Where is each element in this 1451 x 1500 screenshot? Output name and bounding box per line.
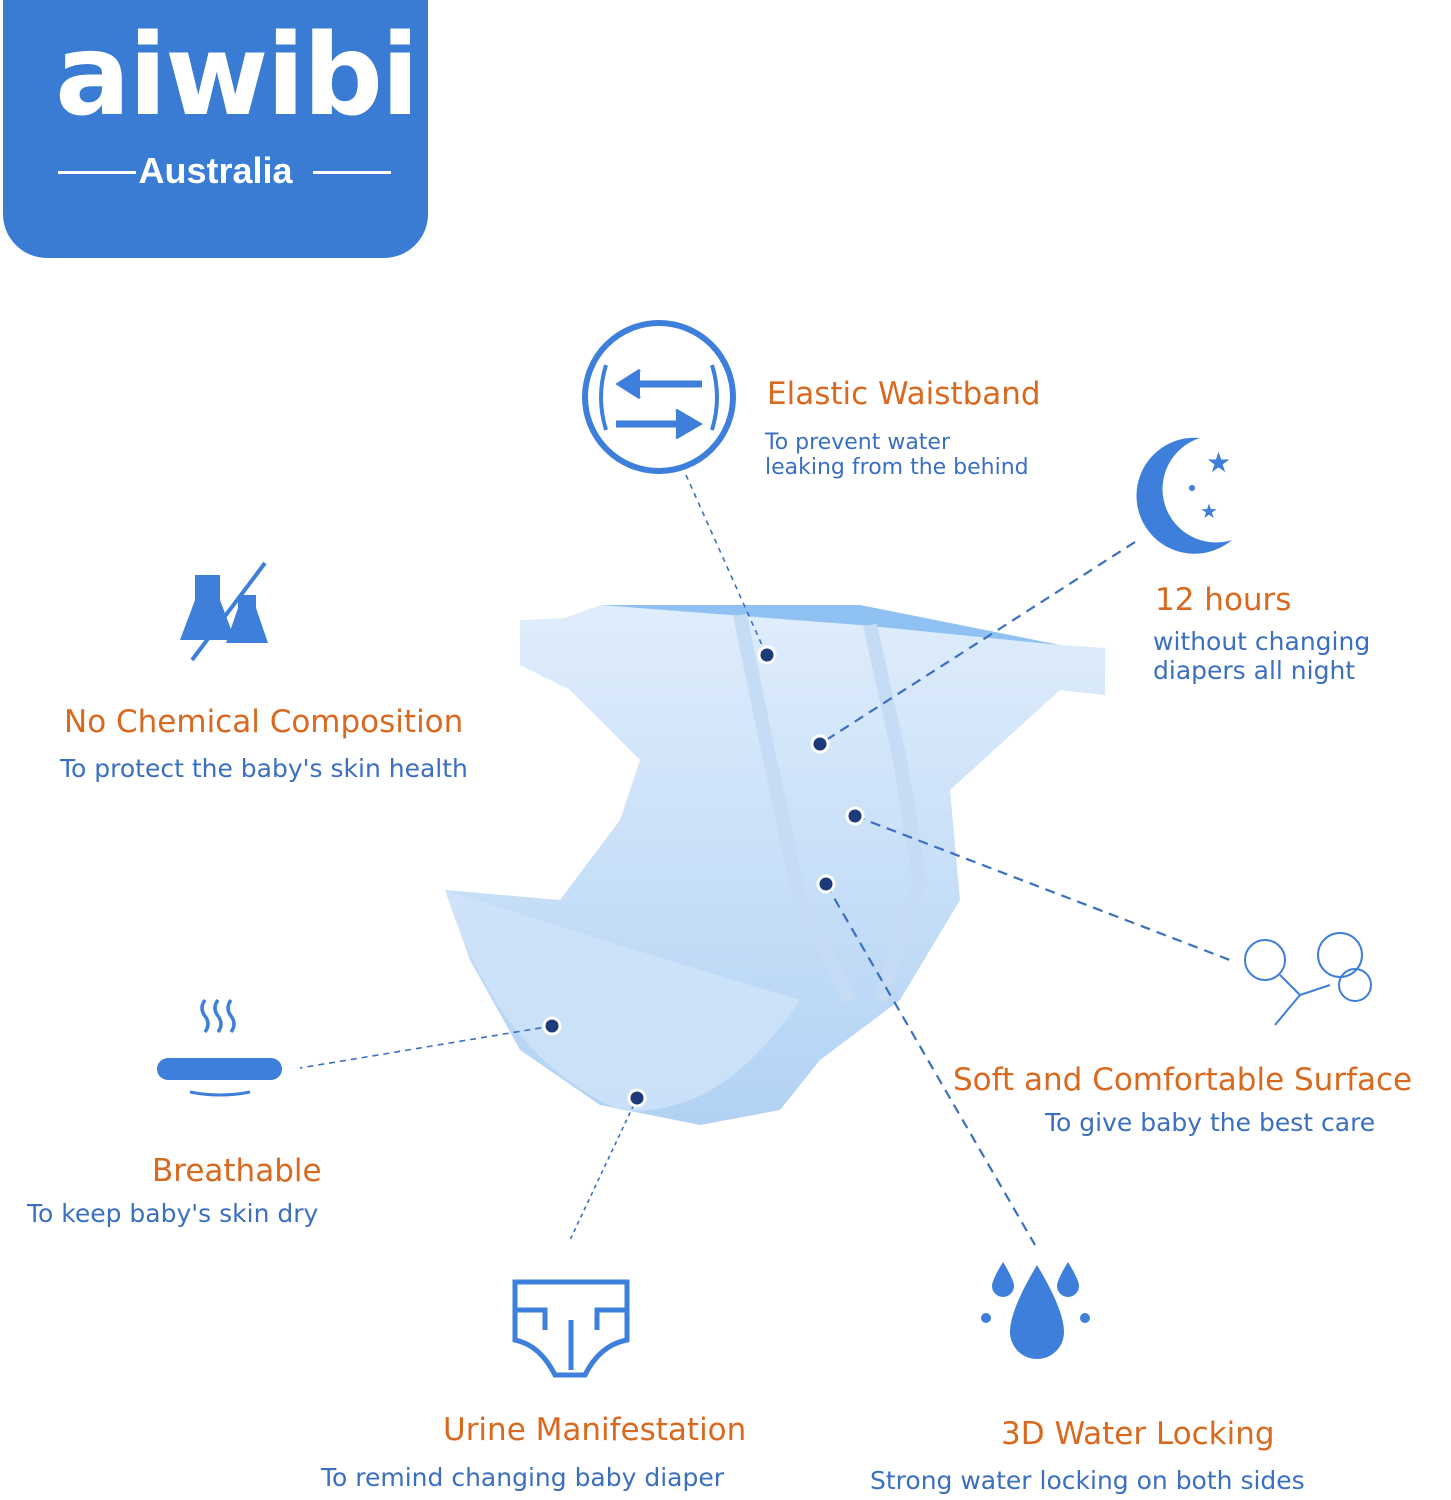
feature-title-elastic-waistband: Elastic Waistband <box>767 376 1041 412</box>
desc-line: diapers all night <box>1153 655 1356 685</box>
moon-stars-icon: ★ ★ <box>1136 437 1232 554</box>
logo-divider-right <box>313 171 391 174</box>
desc-line: leaking from the behind <box>765 455 1029 481</box>
feature-desc-soft-surface: To give baby the best care <box>1045 1108 1376 1137</box>
diaper-image <box>445 605 1105 1125</box>
cotton-icon <box>1244 932 1372 1026</box>
feature-title-breathable: Breathable <box>152 1153 322 1189</box>
water-drops-icon <box>981 1262 1090 1359</box>
arrows-exchange-icon <box>582 320 736 474</box>
leader-line-waistband <box>685 474 767 655</box>
feature-title-soft-surface: Soft and Comfortable Surface <box>953 1062 1413 1098</box>
no-chemical-flask-icon <box>180 561 268 662</box>
feature-desc-12-hours: without changing diapers all night <box>1153 627 1371 686</box>
feature-title-urine-manifestation: Urine Manifestation <box>443 1412 747 1448</box>
feature-desc-elastic-waistband: To prevent water leaking from the behind <box>765 430 1029 481</box>
feature-title-12-hours: 12 hours <box>1155 582 1292 618</box>
feature-title-water-locking: 3D Water Locking <box>1001 1416 1275 1452</box>
brand-logo: aiwibi Australia <box>3 0 428 258</box>
leader-line-water-locking <box>825 883 1036 1246</box>
feature-desc-water-locking: Strong water locking on both sides <box>870 1466 1305 1495</box>
feature-title-no-chemical: No Chemical Composition <box>64 704 464 740</box>
svg-text:★: ★ <box>1206 446 1231 479</box>
leader-line-breathable <box>299 1025 553 1069</box>
brand-region: Australia <box>138 150 293 191</box>
desc-line: To prevent water <box>765 430 951 455</box>
feature-desc-breathable: To keep baby's skin dry <box>27 1199 319 1228</box>
feature-desc-no-chemical: To protect the baby's skin health <box>60 754 468 783</box>
desc-line: without changing <box>1153 627 1371 656</box>
leader-line-urine <box>569 1097 638 1241</box>
brand-name: aiwibi <box>55 11 419 141</box>
breathable-steam-icon <box>157 998 282 1097</box>
leader-line-12hours <box>819 541 1136 745</box>
logo-divider-left <box>58 171 136 174</box>
svg-text:★: ★ <box>1200 499 1218 523</box>
diaper-icon <box>512 1279 630 1378</box>
feature-desc-urine-manifestation: To remind changing baby diaper <box>321 1463 725 1492</box>
